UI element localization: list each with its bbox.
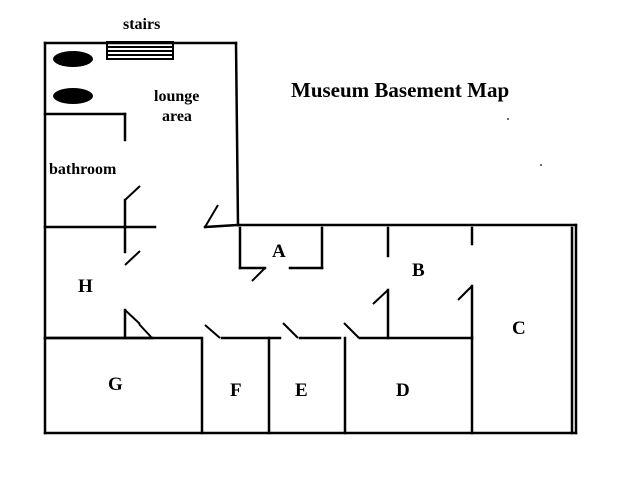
bench-icon <box>53 51 93 67</box>
lounge-label-line1: lounge <box>154 88 199 105</box>
stairs-icon <box>106 41 174 60</box>
bathroom-walls <box>43 112 157 229</box>
room-a-label: A <box>272 241 286 262</box>
lounge-label-line2: area <box>162 108 192 125</box>
room-a-walls <box>238 226 324 282</box>
map-title: Museum Basement Map <box>291 78 509 102</box>
outer-walls <box>43 41 578 435</box>
lower-room-walls <box>200 336 474 435</box>
corridor-walls <box>43 322 474 340</box>
room-h-walls <box>43 225 154 340</box>
bench-icon <box>53 88 93 104</box>
room-c-label: C <box>512 318 526 339</box>
room-h-label: H <box>78 276 93 297</box>
stray-dot <box>507 118 509 120</box>
stray-dot <box>540 164 542 166</box>
room-e-label: E <box>295 380 308 401</box>
room-b-walls <box>372 226 474 340</box>
room-g-label: G <box>108 374 123 395</box>
bathroom-label: bathroom <box>49 161 117 178</box>
stairs-label: stairs <box>123 16 160 33</box>
room-f-label: F <box>230 380 242 401</box>
room-b-label: B <box>412 260 425 281</box>
room-d-label: D <box>396 380 410 401</box>
